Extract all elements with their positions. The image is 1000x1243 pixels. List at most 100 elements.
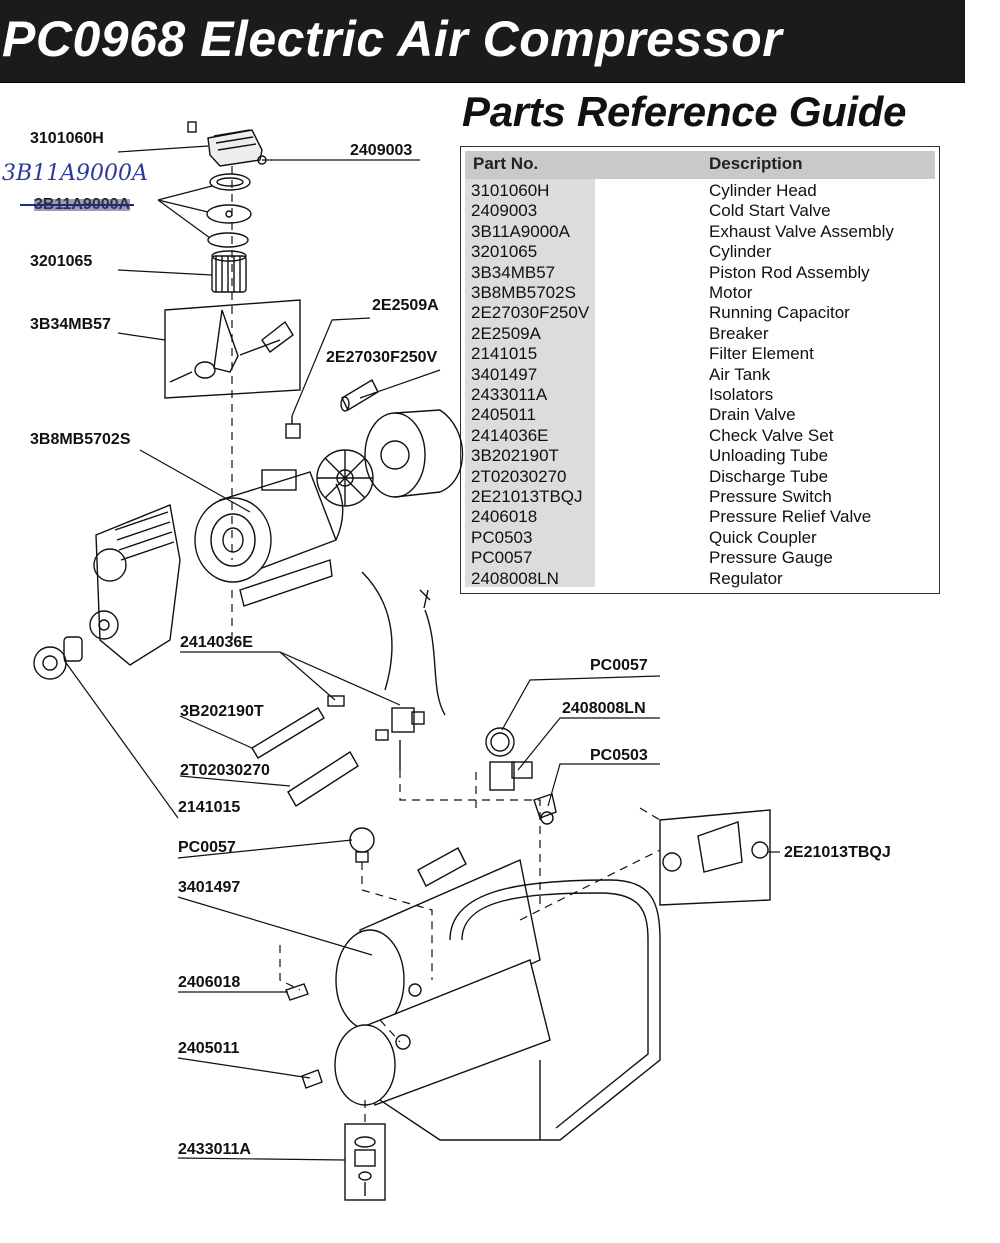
part-description: Pressure Switch xyxy=(709,487,832,506)
tubes-part xyxy=(251,707,467,887)
part-description: Filter Element xyxy=(709,344,814,364)
label-motor: 3B8MB5702S xyxy=(30,431,131,448)
label-relief-valve: 2406018 xyxy=(178,974,240,991)
label-piston-rod: 3B34MB57 xyxy=(30,316,111,333)
power-cord-part xyxy=(361,571,446,716)
part-number: PC0057 xyxy=(471,548,533,568)
cylinder-part xyxy=(211,250,247,293)
guide-title: Parts Reference Guide xyxy=(462,88,907,135)
label-pressure-switch: 2E21013TBQJ xyxy=(784,844,891,861)
part-number: 2E2509A xyxy=(471,323,541,343)
label-breaker: 2E2509A xyxy=(372,297,439,314)
label-air-tank: 3401497 xyxy=(178,879,240,896)
drain-valve-part xyxy=(301,1069,323,1089)
part-number: 3401497 xyxy=(471,364,538,384)
table-row: PC0057 Pressure Gauge xyxy=(461,548,931,568)
table-row: PC0503 Quick Coupler xyxy=(461,528,931,548)
table-row: 2409003 Cold Start Valve xyxy=(461,201,931,221)
table-row: 3201065 Cylinder xyxy=(461,242,931,262)
isolators-part xyxy=(344,1123,386,1201)
part-description: Running Capacitor xyxy=(709,303,850,323)
part-number: 2141015 xyxy=(471,344,538,364)
pressure-switch-part xyxy=(659,809,771,906)
part-number: 2433011A xyxy=(471,385,548,404)
cylinder-head-part xyxy=(187,121,267,167)
handwritten-part-note: 3B11A9000A xyxy=(2,161,148,186)
label-filter: 2141015 xyxy=(178,799,240,816)
part-number: 2409003 xyxy=(471,201,538,221)
part-description: Piston Rod Assembly xyxy=(709,262,870,282)
part-number: 3101060H xyxy=(471,181,550,200)
part-description: Motor xyxy=(709,283,753,302)
part-description: Check Valve Set xyxy=(709,425,834,445)
part-description: Exhaust Valve Assembly xyxy=(709,221,894,241)
title-bar: PC0968 Electric Air Compressor xyxy=(0,0,965,83)
header-part-no: Part No. xyxy=(473,154,539,173)
label-check-valve: 2414036E xyxy=(180,634,253,651)
label-capacitor: 2E27030F250V xyxy=(326,349,438,366)
part-description: Discharge Tube xyxy=(709,466,829,486)
piston-rod-part xyxy=(164,299,301,399)
header-description: Description xyxy=(709,154,803,173)
table-row: 2408008LN Regulator xyxy=(461,569,931,589)
filter-part xyxy=(33,636,83,680)
label-drain-valve: 2405011 xyxy=(178,1040,240,1057)
end-housing-part xyxy=(89,504,181,666)
part-number: 2E27030F250V xyxy=(471,303,590,323)
part-description: Isolators xyxy=(709,385,774,404)
part-column-bg xyxy=(465,179,595,587)
label-cylinder-head: 3101060H xyxy=(30,130,104,147)
label-gauge-top: PC0057 xyxy=(590,657,648,674)
part-number: 3201065 xyxy=(471,242,538,262)
part-number: 3B202190T xyxy=(471,446,559,466)
table-row: 2E27030F250V Running Capacitor xyxy=(461,303,931,323)
tank-gauge-part xyxy=(349,827,375,863)
label-discharge-tube: 2T02030270 xyxy=(180,762,270,779)
label-isolators: 2433011A xyxy=(178,1141,251,1158)
label-regulator: 2408008LN xyxy=(562,700,646,717)
part-description: Pressure Gauge xyxy=(709,548,833,568)
part-description: Cylinder xyxy=(709,242,772,262)
part-number: 3B34MB57 xyxy=(471,262,556,282)
part-description: Regulator xyxy=(709,568,783,588)
part-number: 3B11A9000A xyxy=(471,221,570,241)
crossed-out-label: 3B11A9000A xyxy=(20,196,134,213)
valve-assembly-part xyxy=(206,173,252,248)
fan-part xyxy=(316,409,464,507)
part-description: Quick Coupler xyxy=(709,527,817,547)
table-row: 2433011A Isolators xyxy=(461,385,931,405)
check-valve-part xyxy=(327,695,425,770)
part-description: Air Tank xyxy=(709,364,771,384)
relief-valve-part xyxy=(285,983,309,1001)
part-description: Pressure Relief Valve xyxy=(709,507,872,527)
table-row: 3101060H Cylinder Head xyxy=(461,181,931,201)
label-cold-start-valve: 2409003 xyxy=(350,142,412,159)
part-number: 2414036E xyxy=(471,425,549,445)
motor-part xyxy=(194,469,344,607)
part-description: Breaker xyxy=(709,323,769,343)
part-description: Unloading Tube xyxy=(709,446,829,466)
frame-part xyxy=(379,879,661,1141)
part-number: 2T02030270 xyxy=(471,466,567,486)
parts-table: Part No. Description 3101060H Cylinder He… xyxy=(460,146,940,594)
table-row: 2141015 Filter Element xyxy=(461,344,931,364)
part-number: 2406018 xyxy=(471,507,538,527)
table-row: 2406018 Pressure Relief Valve xyxy=(461,507,931,527)
page-title: PC0968 Electric Air Compressor xyxy=(2,11,783,67)
part-description: Cylinder Head xyxy=(709,181,817,200)
table-row: 3B34MB57 Piston Rod Assembly xyxy=(461,263,931,283)
label-gauge-tank: PC0057 xyxy=(178,839,236,856)
part-number: 2E21013TBQJ xyxy=(471,487,583,506)
table-row: 3B202190T Unloading Tube xyxy=(461,446,931,466)
part-number: PC0503 xyxy=(471,527,533,547)
table-row: 3401497 Air Tank xyxy=(461,365,931,385)
table-row: 2E21013TBQJ Pressure Switch xyxy=(461,487,931,507)
part-description: Cold Start Valve xyxy=(709,201,831,221)
label-unloading-tube: 3B202190T xyxy=(180,703,264,720)
capacitor-part xyxy=(340,379,379,412)
part-number: 2408008LN xyxy=(471,568,559,588)
table-header-bg xyxy=(465,151,935,179)
table-row: 2414036E Check Valve Set xyxy=(461,426,931,446)
